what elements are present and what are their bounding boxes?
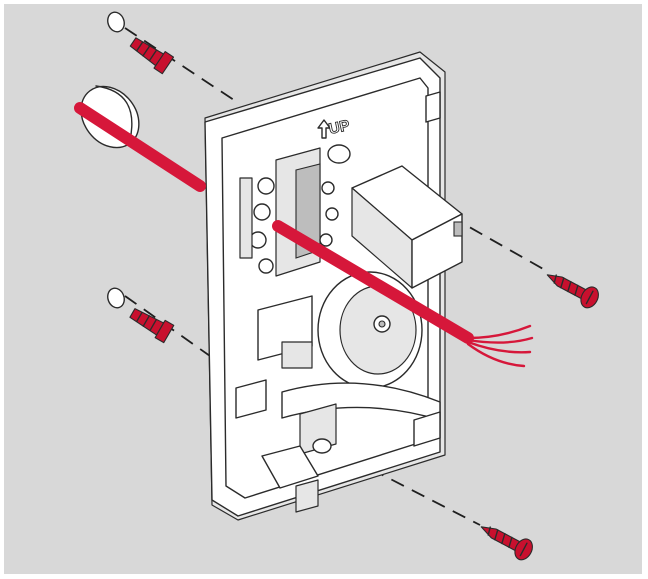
lever-stop [413,411,441,447]
lower-mounting-hole [312,438,332,454]
terminal-screw [257,177,275,195]
wall-hole-top [107,11,125,33]
lever-tab-edge [295,479,319,513]
anchor-rib [149,319,157,331]
mounting-screw [480,526,533,561]
lever-arm [261,382,441,513]
wall-hole-middle [107,287,125,309]
anchor-rib [136,311,143,323]
wire-strand [466,340,532,354]
up-arrow-icon [317,119,331,139]
anchor-flange [153,50,175,75]
bracket-slot [281,341,313,369]
bracket-foot [235,379,267,419]
anchor-rib [136,41,144,52]
mounting-screw [546,274,599,309]
dial-pin [378,320,386,328]
anchor-rib [142,315,150,327]
cartridge-side [411,213,463,289]
terminal-screw [319,233,333,247]
wall-anchor [129,37,175,75]
screw-thread [487,526,513,548]
anchor-rib [148,49,158,62]
left-bracket [235,295,313,419]
screw-slot [585,290,594,305]
wire-bundle [74,102,534,368]
wire-strand [466,324,532,340]
dial-mechanism [317,271,423,389]
terminal-screw [253,203,271,221]
lever-tab [261,445,319,489]
upper-mounting-hole [327,144,351,164]
anchor-rib [142,45,151,57]
up-label: UP [327,117,351,138]
terminal-block [239,177,339,274]
wire-bundle-back [74,102,206,192]
wire-strand [466,336,534,344]
terminal-strip [239,177,253,259]
wire-bundle-front [272,220,474,344]
wall-anchor [129,308,175,344]
terminal-screw [258,258,274,274]
top-latch [425,91,441,123]
screw-slot [519,542,528,557]
terminal-screw [325,207,339,221]
anchor-flange [154,319,175,344]
cartridge-tab [453,221,463,237]
wallplate: UP [204,51,463,521]
plug-rim [95,85,133,141]
screw-thread [553,274,579,296]
switch-cartridge [351,165,463,289]
wire-strand [466,342,526,368]
terminal-screw [321,181,335,195]
